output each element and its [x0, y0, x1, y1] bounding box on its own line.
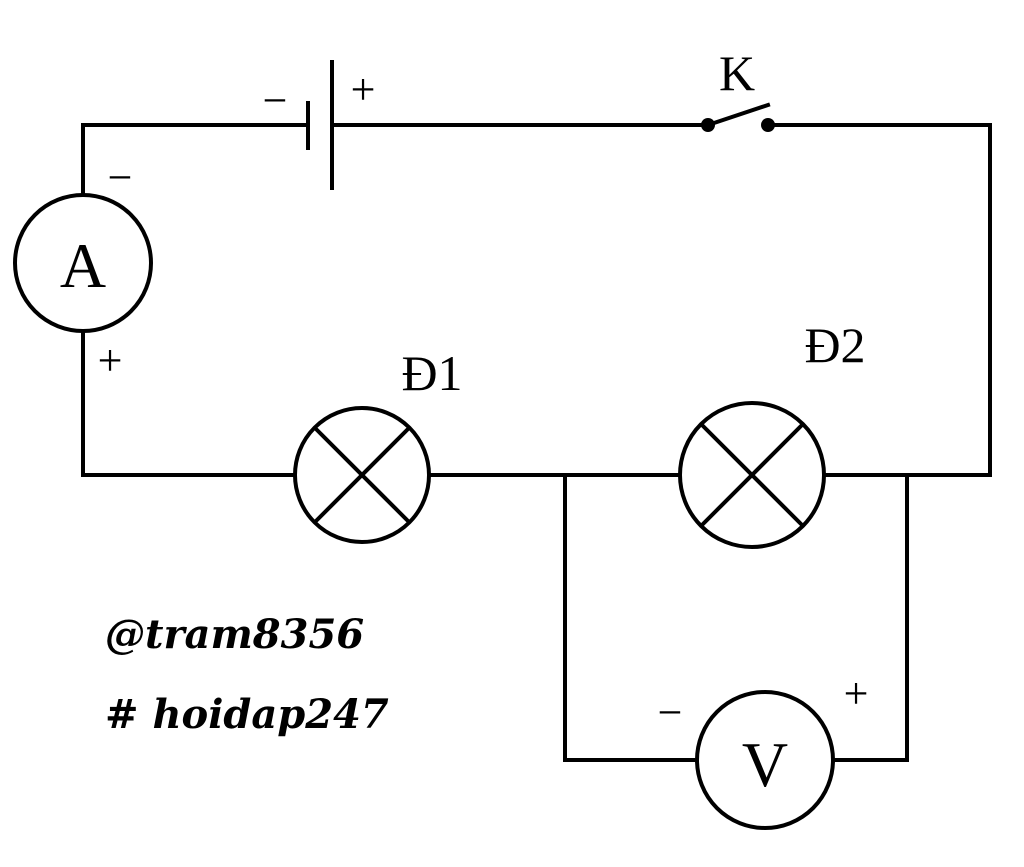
watermark-line-1: @tram8356	[105, 611, 364, 658]
lamp-2: Đ2	[678, 317, 866, 549]
lamp-1: Đ1	[293, 345, 463, 544]
voltmeter-plus-sign: +	[844, 669, 869, 718]
lamp-2-label: Đ2	[804, 317, 865, 373]
switch-k: K	[701, 45, 775, 132]
lamp-1-label: Đ1	[401, 345, 462, 401]
switch-label: K	[719, 45, 755, 101]
ammeter-symbol: A	[60, 230, 106, 301]
lamp-2-cross-b	[699, 422, 805, 528]
voltmeter-symbol: V	[742, 729, 788, 800]
switch-blade	[705, 102, 771, 128]
battery: − +	[263, 60, 376, 190]
battery-plus-sign: +	[351, 65, 376, 114]
ammeter: A − +	[13, 153, 153, 385]
wires	[81, 123, 992, 762]
voltmeter: V − +	[658, 669, 869, 830]
voltmeter-circle	[695, 690, 835, 830]
switch-terminal-left	[701, 118, 715, 132]
lamp-1-cross-b	[313, 426, 411, 524]
ammeter-circle	[13, 193, 153, 333]
ammeter-plus-sign: +	[98, 336, 123, 385]
switch-terminal-right	[761, 118, 775, 132]
battery-minus-sign: −	[263, 76, 288, 125]
watermark-line-2: # hoidap247	[105, 691, 389, 738]
watermark: @tram8356 # hoidap247	[105, 611, 389, 738]
ammeter-minus-sign: −	[108, 153, 133, 202]
voltmeter-minus-sign: −	[658, 688, 683, 737]
